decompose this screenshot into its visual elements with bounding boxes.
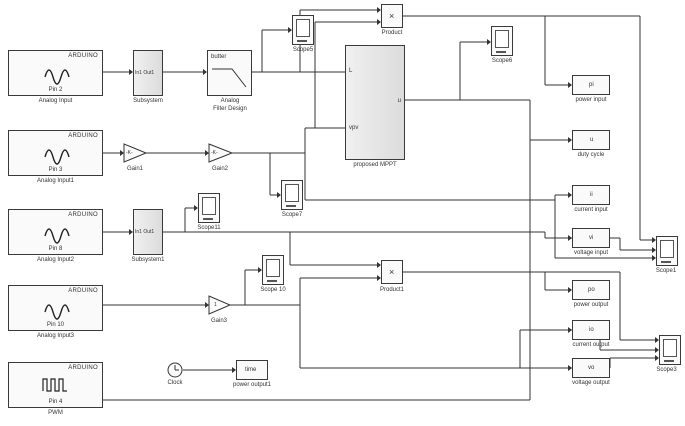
subsystem1-ports: In1 Out1 — [135, 229, 155, 235]
arduino-title: ARDUINO — [68, 365, 98, 371]
vi-var: vi — [589, 235, 594, 241]
pwm-block[interactable]: ARDUINO Pin 4 — [8, 362, 103, 408]
clock-label: Clock — [167, 380, 183, 386]
filter-label-line1: Analog — [220, 98, 240, 104]
pin-label: Pin 3 — [48, 167, 63, 173]
vo-var: vo — [588, 365, 595, 371]
mppt-port-l: L — [349, 68, 353, 74]
analog-input2-block[interactable]: ARDUINO Pin 8 — [8, 209, 103, 255]
gain2-triangle — [208, 143, 234, 163]
scope7-block[interactable] — [281, 180, 303, 210]
pin-label: Pin 4 — [48, 399, 63, 405]
gain1-value: -K- — [126, 150, 133, 156]
analog-input3-block[interactable]: ARDUINO Pin 10 — [8, 285, 103, 331]
pin-label: Pin 10 — [46, 322, 64, 328]
proposed-mppt-block[interactable]: L vpv u — [345, 45, 405, 160]
ii-var: ii — [590, 192, 593, 198]
io-workspace-block[interactable]: io — [572, 320, 610, 340]
u-label: duty cycle — [577, 152, 605, 158]
ii-workspace-block[interactable]: ii — [572, 185, 610, 205]
io-var: io — [589, 327, 594, 333]
vi-label: voltage input — [573, 250, 609, 256]
scope5-block[interactable] — [292, 15, 314, 45]
scope11-label: Scope11 — [197, 225, 221, 231]
scope6-block[interactable] — [491, 26, 513, 56]
sine-wave-icon — [44, 149, 70, 165]
gain3-label: Gain3 — [210, 318, 227, 324]
mppt-port-u: u — [397, 98, 401, 104]
vo-label: voltage output — [572, 380, 610, 386]
product-block[interactable]: × — [381, 4, 403, 28]
io-label: current output — [572, 342, 610, 348]
subsystem-ports: In1 Out1 — [135, 70, 155, 76]
analog-input1-block[interactable]: ARDUINO Pin 3 — [8, 130, 103, 176]
scope10-label: Scope 10 — [260, 287, 286, 293]
time-workspace-block[interactable]: time — [236, 360, 268, 380]
product1-block[interactable]: × — [381, 260, 403, 284]
pin-label: Pin 8 — [48, 246, 63, 252]
pi-workspace-block[interactable]: pi — [572, 75, 610, 95]
scope5-label: Scope5 — [292, 47, 314, 53]
gain1-label: Gain1 — [126, 166, 143, 172]
gain2-label: Gain2 — [211, 166, 228, 172]
po-var: po — [588, 287, 595, 293]
filter-label-line2: Filter Design — [213, 106, 247, 112]
pulse-wave-icon — [42, 378, 67, 392]
po-workspace-block[interactable]: po — [572, 280, 610, 300]
gain1-triangle — [123, 143, 148, 163]
arduino-title: ARDUINO — [68, 288, 98, 294]
arduino-title: ARDUINO — [68, 133, 98, 139]
proposed-mppt-label: proposed MPPT — [353, 162, 397, 168]
scope3-block[interactable] — [659, 335, 681, 365]
filter-type: butter — [211, 54, 227, 60]
pin-label: Pin 2 — [48, 87, 63, 93]
vi-workspace-block[interactable]: vi — [572, 228, 610, 248]
vo-workspace-block[interactable]: vo — [572, 358, 610, 378]
product-symbol: × — [389, 11, 395, 21]
analog-filter-block[interactable]: butter — [207, 50, 252, 96]
time-label: power output1 — [232, 382, 272, 388]
scope10-block[interactable] — [262, 255, 284, 285]
scope3-label: Scope3 — [656, 367, 677, 373]
scope1-label: Scope1 — [655, 268, 677, 274]
u-var: u — [590, 137, 594, 143]
analog-input1-label: Analog Input1 — [36, 178, 75, 184]
product1-label: Product1 — [379, 287, 404, 293]
gain2-value: -K- — [211, 150, 218, 156]
lowpass-response-icon — [212, 68, 247, 88]
sine-wave-icon — [44, 228, 70, 244]
ii-label: current input — [574, 207, 608, 213]
subsystem1-label: Subsystem1 — [131, 257, 165, 263]
sine-wave-icon — [44, 304, 70, 320]
pi-label: power input — [575, 97, 607, 103]
mppt-port-vpv: vpv — [349, 125, 359, 131]
gain3-triangle — [208, 295, 232, 315]
pi-var: pi — [589, 82, 594, 88]
arduino-title: ARDUINO — [68, 212, 98, 218]
analog-input-block[interactable]: ARDUINO Pin 2 — [8, 50, 103, 96]
analog-input-label: Analog Input — [38, 98, 73, 104]
po-label: power output — [573, 302, 609, 308]
scope7-label: Scope7 — [281, 212, 303, 218]
gain3-value: 1 — [214, 302, 217, 308]
product-label: Product — [381, 30, 403, 36]
subsystem-block[interactable]: In1 Out1 — [133, 50, 163, 96]
u-workspace-block[interactable]: u — [572, 130, 610, 150]
analog-input2-label: Analog Input2 — [36, 257, 75, 263]
scope1-block[interactable] — [656, 236, 678, 266]
sine-wave-icon — [44, 69, 70, 85]
product1-symbol: × — [389, 267, 395, 277]
subsystem1-block[interactable]: In1 Out1 — [133, 209, 163, 255]
analog-input3-label: Analog Input3 — [36, 333, 75, 339]
scope6-label: Scope6 — [491, 58, 513, 64]
time-var: time — [245, 367, 257, 373]
pwm-label: PWM — [48, 410, 63, 416]
arduino-title: ARDUINO — [68, 53, 98, 59]
scope11-block[interactable] — [198, 193, 220, 223]
subsystem-label: Subsystem — [133, 98, 163, 104]
